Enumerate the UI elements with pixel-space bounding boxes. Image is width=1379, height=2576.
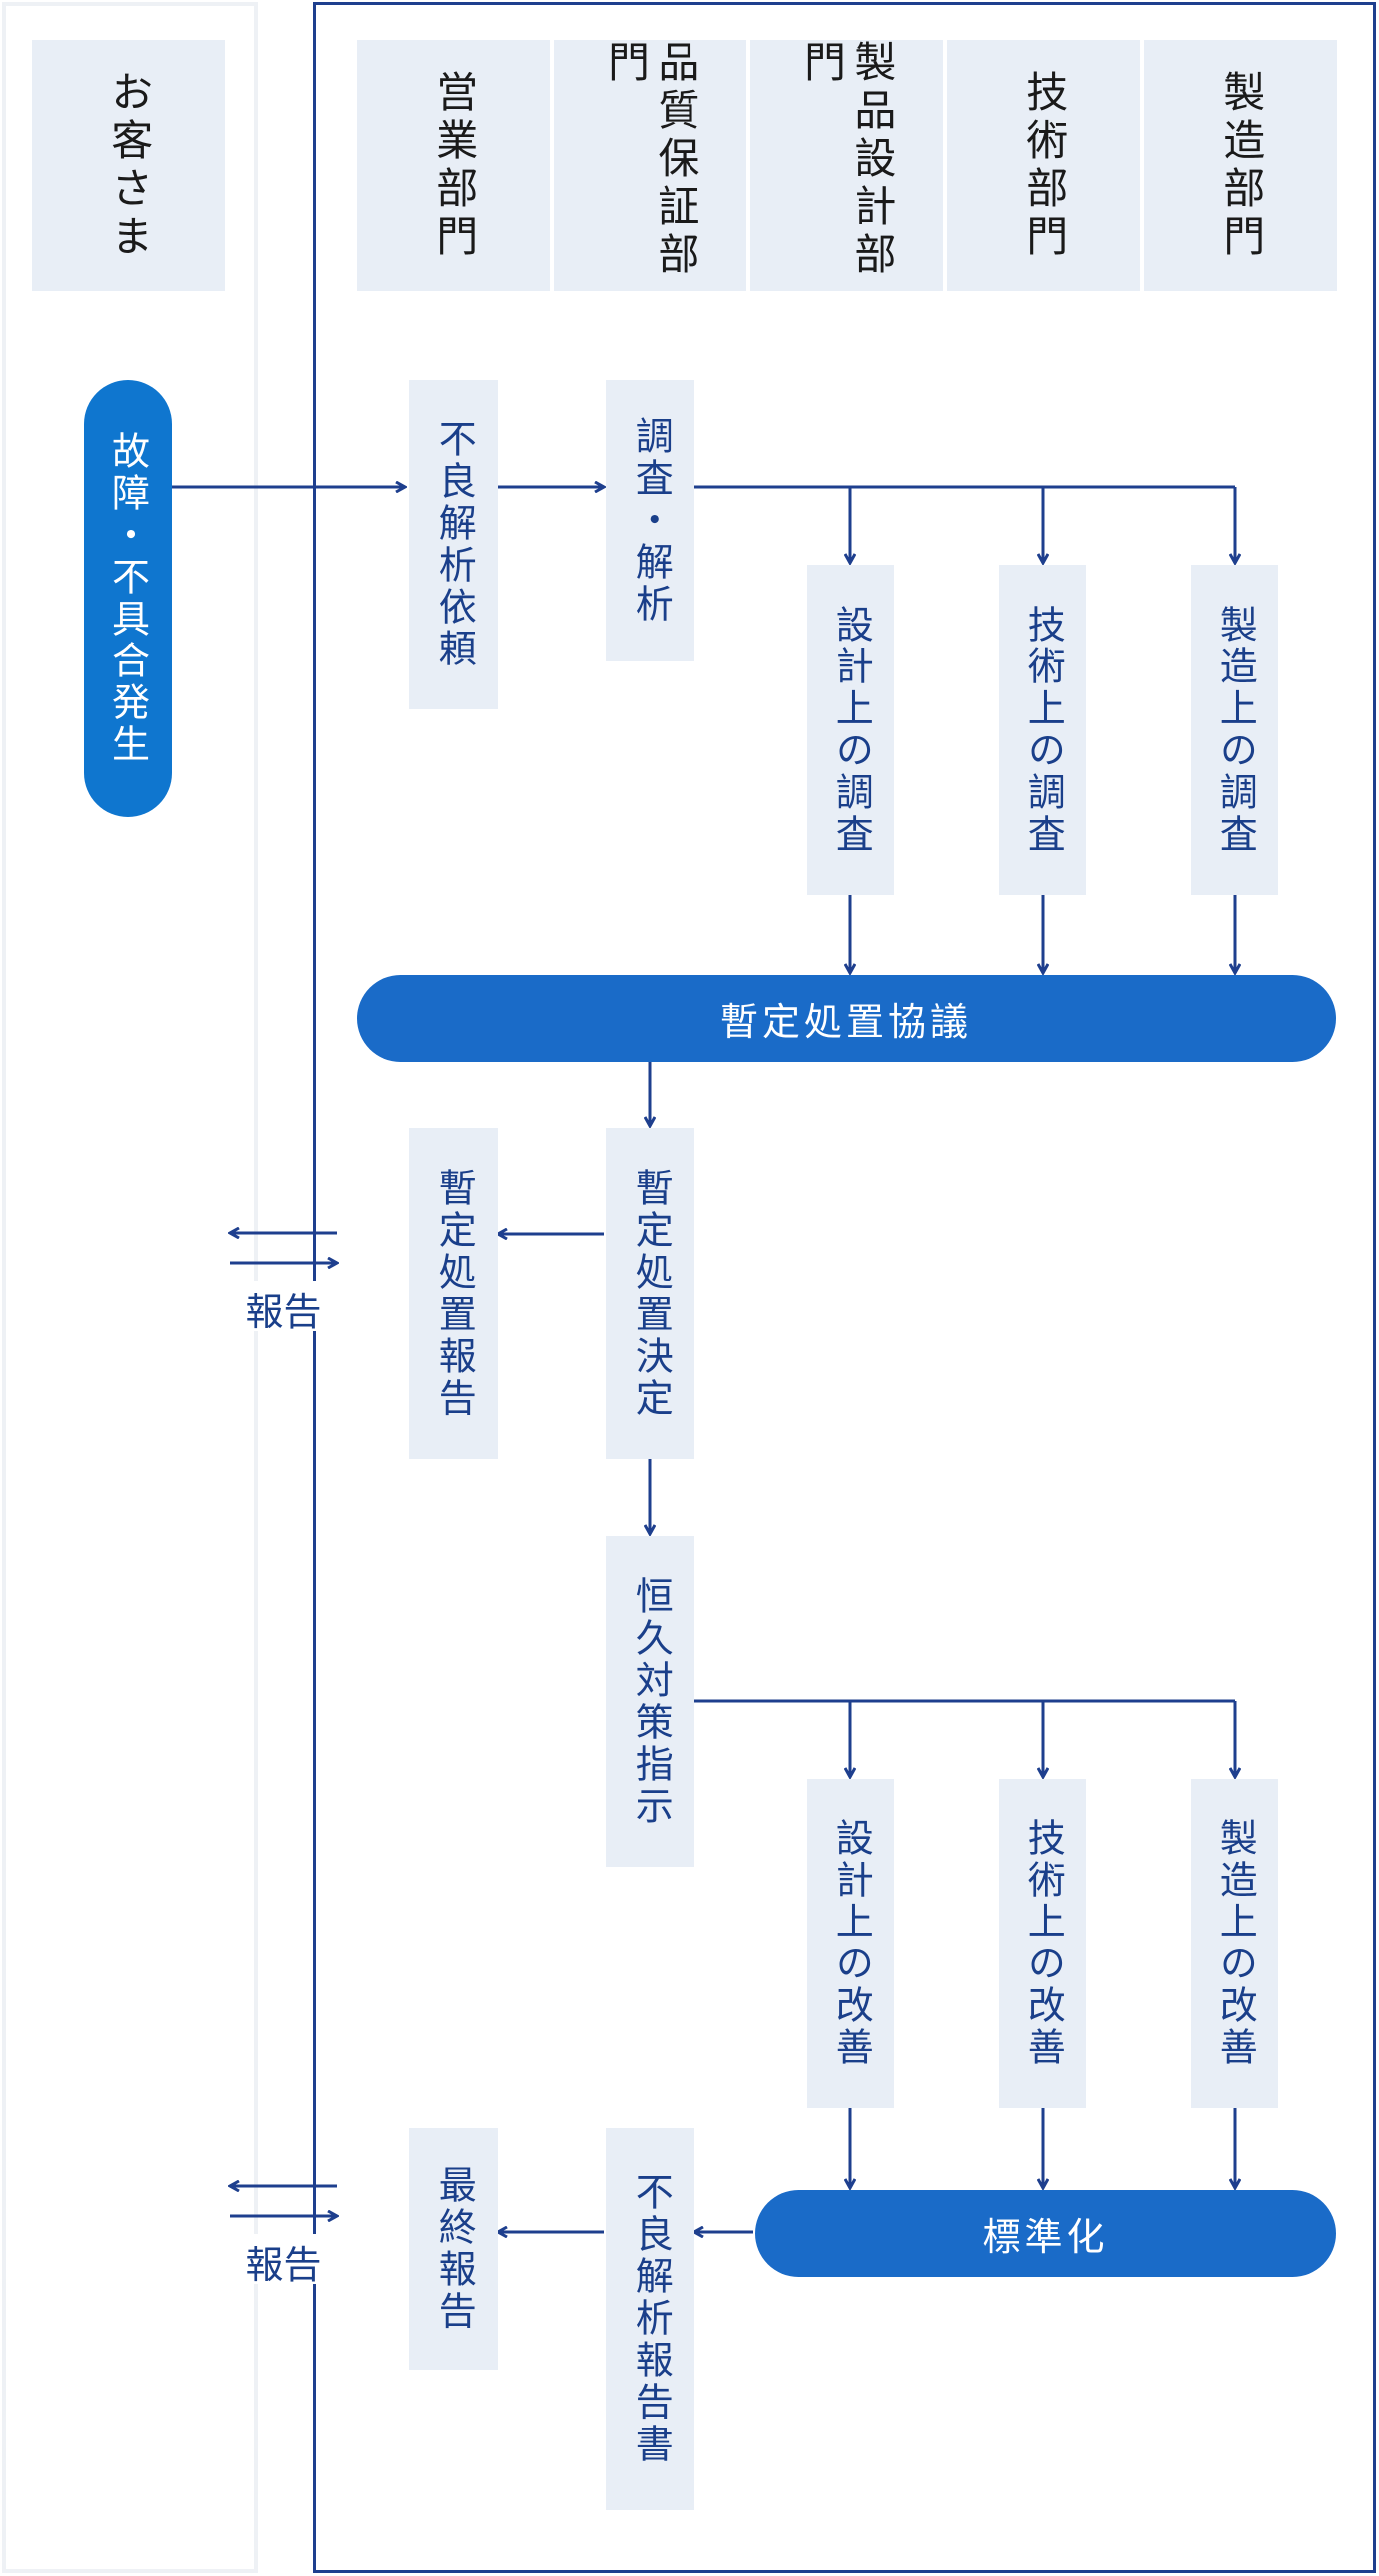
- defect-analysis-report-node: 不良解析報告書: [606, 2128, 694, 2510]
- report-label-2: 報告: [225, 2234, 342, 2287]
- header-manufacturing: 製造部門: [1144, 40, 1337, 291]
- technical-investigation-node: 技術上の調査: [999, 565, 1086, 895]
- design-improvement-node: 設計上の改善: [807, 1779, 894, 2108]
- interim-measures-meeting-node: 暫定処置協議: [357, 975, 1336, 1062]
- manufacturing-improvement-node: 製造上の改善: [1191, 1779, 1278, 2108]
- report-label-1: 報告: [225, 1281, 342, 1334]
- header-customer: お客さま: [32, 40, 225, 291]
- investigation-analysis-node: 調査・解析: [606, 380, 694, 661]
- header-design: 製品設計部門: [750, 40, 943, 291]
- header-sales: 営業部門: [357, 40, 550, 291]
- defect-analysis-request-node: 不良解析依頼: [409, 380, 498, 709]
- design-investigation-node: 設計上の調査: [807, 565, 894, 895]
- technical-improvement-node: 技術上の改善: [999, 1779, 1086, 2108]
- failure-occurrence-node: 故障・不具合発生: [84, 380, 172, 817]
- manufacturing-investigation-node: 製造上の調査: [1191, 565, 1278, 895]
- header-quality: 品質保証部門: [554, 40, 746, 291]
- final-report-node: 最終報告: [409, 2128, 498, 2370]
- standardization-node: 標準化: [755, 2190, 1336, 2277]
- header-technical: 技術部門: [947, 40, 1140, 291]
- interim-measures-decision-node: 暫定処置決定: [606, 1128, 694, 1459]
- interim-measures-report-node: 暫定処置報告: [409, 1128, 498, 1459]
- permanent-measures-instruction-node: 恒久対策指示: [606, 1536, 694, 1867]
